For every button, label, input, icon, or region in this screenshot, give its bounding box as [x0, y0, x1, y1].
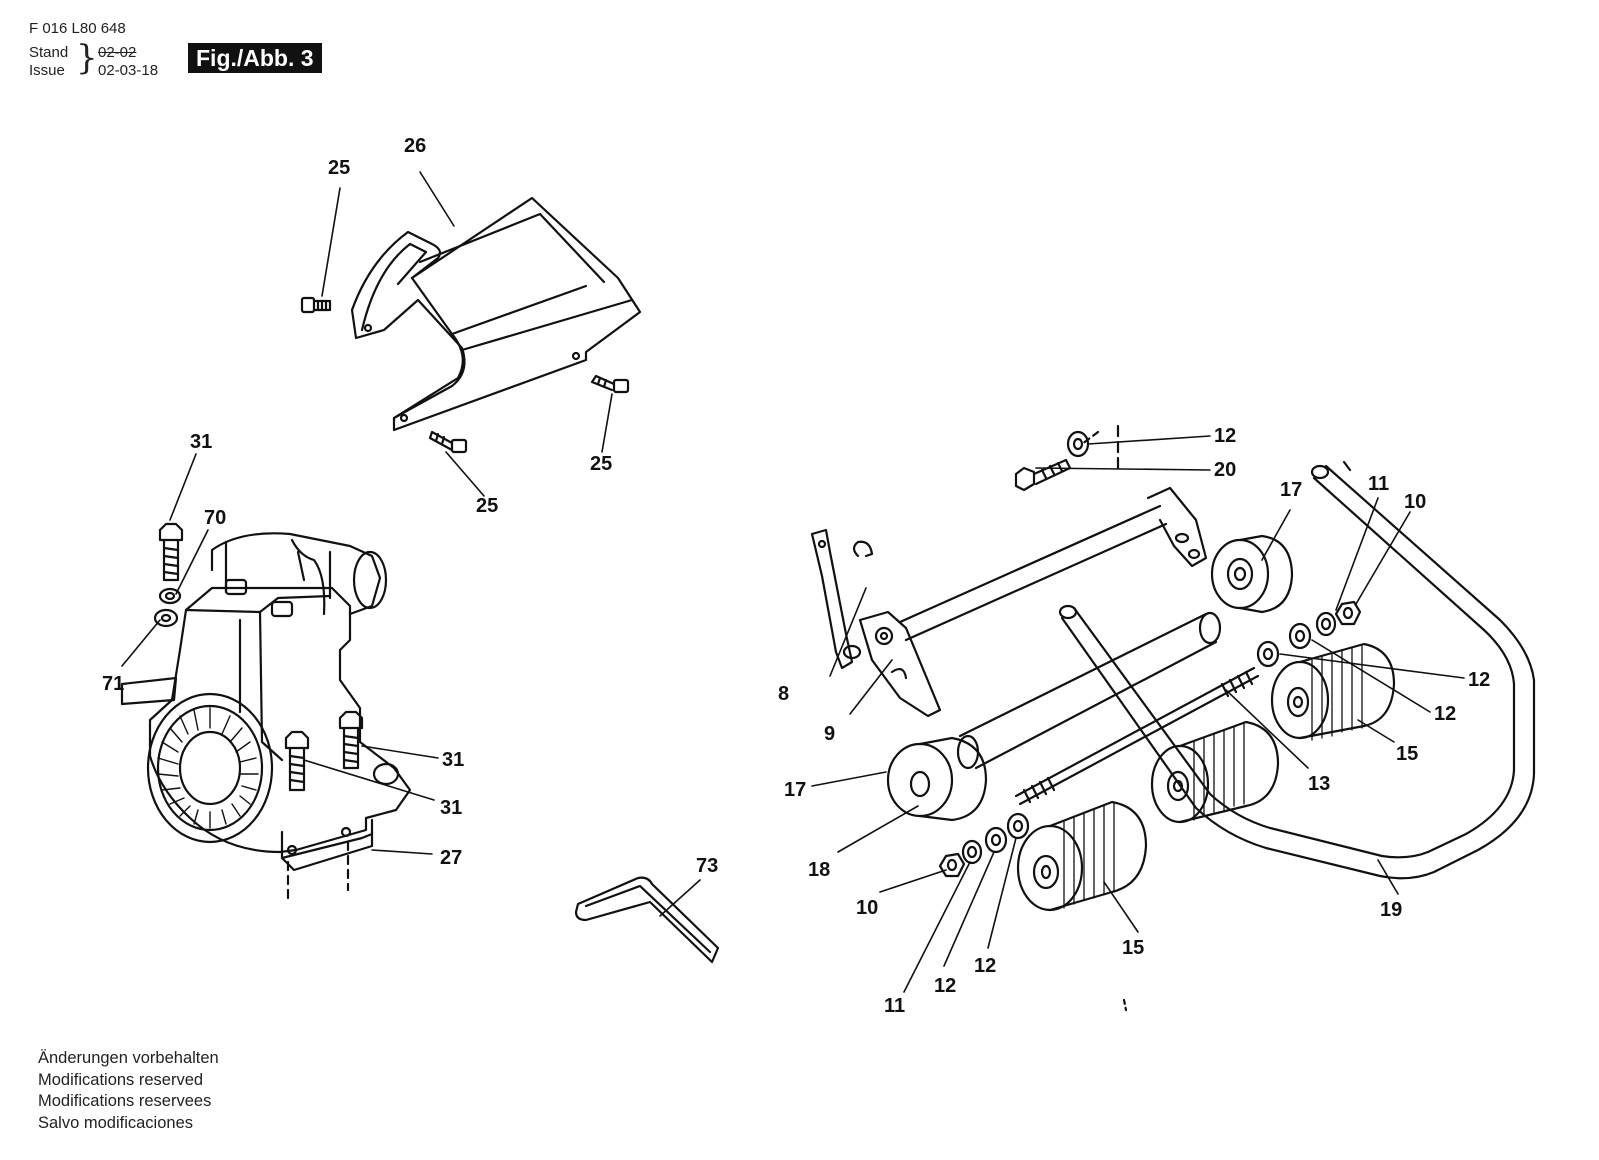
roller-drum-mid [1150, 720, 1280, 824]
engine-washer-70 [158, 587, 182, 605]
spacer-tube [956, 611, 1222, 770]
washer-12-right-b [1288, 622, 1312, 650]
cross-tube [898, 486, 1208, 642]
callout-19: 19 [1380, 899, 1402, 921]
engine-bolt-top [158, 522, 184, 582]
cover-screw-upper [300, 296, 332, 314]
frame-washer-12-top [1066, 430, 1090, 458]
engine-bolt-mid [338, 710, 364, 770]
callout-31: 31 [442, 749, 464, 771]
callout-11: 11 [1368, 473, 1389, 495]
leader-lines [121, 171, 1465, 993]
washer-12-right-a [1256, 640, 1280, 668]
callout-26: 26 [404, 135, 426, 157]
engine-washer-71 [153, 608, 179, 628]
callout-70: 70 [204, 507, 226, 529]
callout-15: 15 [1122, 937, 1144, 959]
washer-12-left-b [1006, 812, 1030, 840]
end-roller-17-lower [886, 736, 988, 822]
callout-31: 31 [190, 431, 212, 453]
callout-25: 25 [328, 157, 350, 179]
modifications-notice: Änderungen vorbehalten Modifications res… [38, 1048, 219, 1134]
cover-screw-right [590, 374, 630, 394]
callout-31: 31 [440, 797, 462, 819]
left-bracket-9 [842, 610, 942, 718]
engine-assembly [120, 532, 412, 902]
roller-drum-15-rear [1270, 642, 1396, 741]
figure-label: Fig./Abb. 3 [188, 43, 322, 73]
callout-15: 15 [1396, 743, 1418, 765]
engine-bolt-lower [284, 730, 310, 792]
callout-18: 18 [808, 859, 830, 881]
stand-label: Stand [29, 44, 69, 61]
washer-12-left-a [984, 826, 1008, 854]
callout-12: 12 [1468, 669, 1490, 691]
callout-17: 17 [784, 779, 806, 801]
cover-screw-lower [428, 430, 468, 454]
callout-73: 73 [696, 855, 718, 877]
callout-12: 12 [1434, 703, 1456, 725]
callout-27: 27 [440, 847, 462, 869]
nut-10-left [938, 852, 966, 878]
notice-english: Modifications reserved [38, 1070, 204, 1089]
callout-25: 25 [476, 495, 498, 517]
notice-german: Änderungen vorbehalten [38, 1049, 219, 1067]
roller-drum-15-front [1016, 800, 1148, 912]
document-number: F 016 L80 648 [29, 20, 126, 37]
callout-71: 71 [102, 673, 124, 695]
callout-11: 11 [884, 995, 905, 1017]
issue-date: 02-03-18 [98, 62, 159, 79]
callout-10: 10 [1404, 491, 1426, 513]
callout-10: 10 [856, 897, 878, 919]
washer-11-right [1315, 611, 1337, 637]
issue-label: Issue [29, 62, 65, 79]
notice-spanish: Salvo modificaciones [38, 1113, 193, 1132]
callout-20: 20 [1214, 459, 1236, 481]
callout-12: 12 [974, 955, 996, 977]
callout-25: 25 [590, 453, 612, 475]
left-bracket-8 [810, 528, 874, 670]
stand-date-struck: 02-02 [98, 44, 137, 61]
callout-17: 17 [1280, 479, 1302, 501]
threaded-rod-13 [1014, 666, 1260, 806]
callout-12: 12 [934, 975, 956, 997]
handle-bar-19 [1058, 460, 1536, 880]
belt-guard-cover [350, 196, 642, 432]
callout-8: 8 [778, 683, 789, 705]
callout-labels: 26 25 25 25 31 70 71 31 31 27 73 12 20 1… [102, 135, 1490, 1017]
end-roller-17-upper [1210, 534, 1294, 614]
nut-10-right [1334, 600, 1362, 626]
washer-11-left [961, 839, 983, 865]
callout-13: 13 [1308, 773, 1330, 795]
brace-icon: } [76, 38, 98, 78]
frame-bolt-20 [1014, 458, 1072, 492]
hex-key [574, 876, 720, 964]
notice-french: Modifications reservees [38, 1092, 212, 1110]
callout-9: 9 [824, 723, 835, 745]
callout-12: 12 [1214, 425, 1236, 447]
